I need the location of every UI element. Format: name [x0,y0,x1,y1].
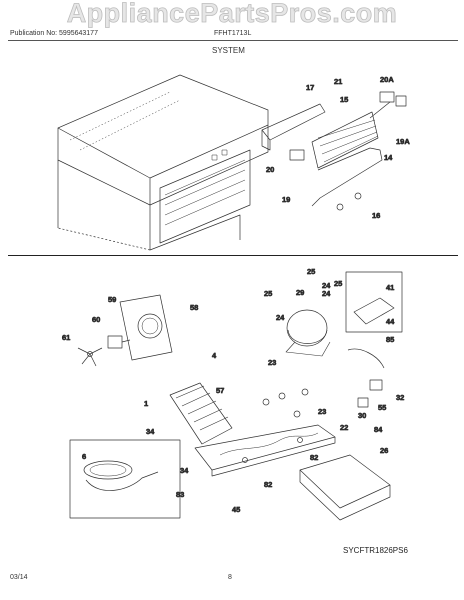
section-title: SYSTEM [212,46,245,55]
fan-blade [77,347,103,367]
callout-41: 41 [386,283,394,292]
diagram-code: SYCFTR1826PS6 [343,546,408,555]
footer-page: 8 [228,574,232,581]
callout-23a: 23 [268,358,276,367]
power-cord [69,439,181,519]
callout-19A: 19A [396,137,410,146]
callout-19: 19 [282,195,290,204]
defrost-terminal-blocks [289,91,407,211]
callout-6: 6 [82,452,86,461]
defrost-heater [311,147,383,207]
model-number: FFHT1713L [214,30,252,37]
callout-34a: 34 [146,427,155,436]
base-plate [194,424,336,477]
callout-60: 60 [92,315,100,324]
fan-bracket [119,294,173,361]
watermark: AppliancePartsPros.com [66,0,398,28]
callout-20: 20 [266,165,274,174]
callout-61: 61 [62,333,70,342]
evaporator-coil [311,101,391,169]
callout-26: 26 [380,446,388,455]
callout-32: 32 [396,393,404,402]
callout-24c: 24 [276,313,285,322]
callout-82b: 45 [232,505,240,514]
callout-59: 59 [108,295,116,304]
callout-15: 15 [340,95,348,104]
callout-82a: 82 [310,453,318,462]
callout-30: 30 [358,411,366,420]
fan-motor [107,335,131,349]
condenser-mount-bracket [261,103,326,151]
section-divider [8,255,458,256]
callout-34b: 34 [180,466,189,475]
callout-83b: 82 [264,480,272,489]
callout-1: 1 [144,399,148,408]
callout-20A: 20A [380,75,394,84]
callout-83a: 83 [176,490,184,499]
detail-inset [345,271,403,333]
callout-25b: 25 [334,279,342,288]
publication-number: Publication No: 5995643177 [10,30,98,37]
callout-84: 84 [374,425,383,434]
callout-29: 29 [296,288,304,297]
callout-labels: 21 20A 17 15 19A 14 20 19 16 25 24 29 25… [62,75,411,515]
callout-57: 57 [216,386,224,395]
callout-22: 22 [340,423,348,432]
callout-4: 4 [212,351,217,360]
callout-24a: 24 [322,281,331,290]
condenser-coil [169,382,233,445]
refrigerator-cabinet [57,74,269,251]
callout-14: 14 [384,153,393,162]
callout-17: 17 [306,83,314,92]
drain-pan [299,454,391,521]
callout-85: 85 [386,335,394,344]
footer-date: 03/14 [10,574,28,581]
callout-44: 44 [386,317,395,326]
relay-and-capacitor [347,348,385,408]
callout-25c: 25 [264,289,272,298]
callout-16: 16 [372,211,380,220]
callout-24b: 24 [322,289,331,298]
header-rule [8,40,458,41]
compressor [285,309,331,357]
callout-21: 21 [334,77,342,86]
grommets [262,388,309,418]
callout-25a: 25 [307,267,315,276]
callout-55: 55 [378,403,386,412]
callout-58: 58 [190,303,198,312]
callout-23b: 23 [318,407,326,416]
